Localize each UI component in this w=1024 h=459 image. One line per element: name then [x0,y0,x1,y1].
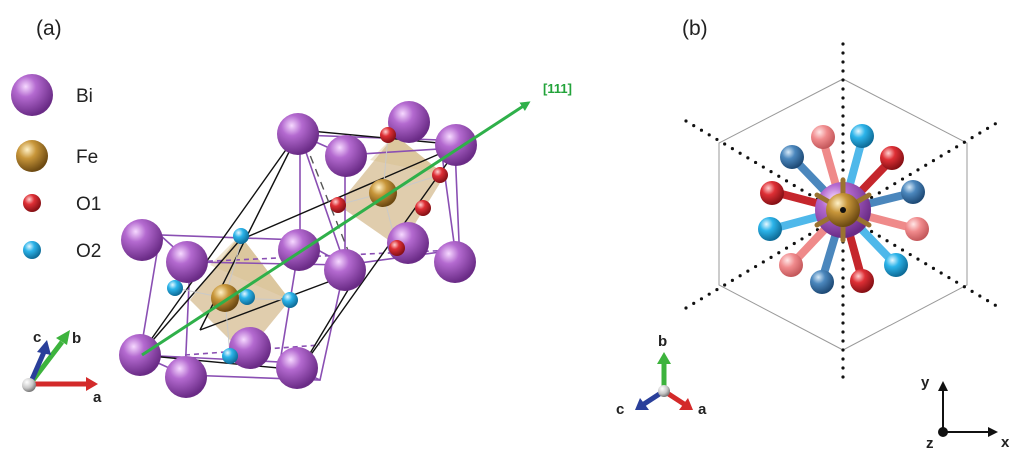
o2-atom [810,270,834,294]
axes-origin [658,385,670,397]
cartesian-axes: y x z [921,374,1010,452]
o2-atom [758,217,782,241]
o1-atom [432,167,448,183]
bi-atom [119,334,161,376]
bi-atom-icon [11,74,53,116]
legend-item-o1: O1 [23,194,101,215]
axes-indicator-a: a b c [22,329,102,406]
panel-a-label: (a) [36,17,62,40]
axis-a-label: a [698,401,707,418]
o1-atom [880,146,904,170]
axis-c-label: c [616,401,624,418]
bi-atom [229,327,271,369]
z-axis-dot [938,427,948,437]
legend-item-bi: Bi [11,74,93,116]
bi-atom [165,356,207,398]
o1-atom-icon [23,194,41,212]
outer-oxygen-atoms [758,124,929,294]
bi-atom [324,249,366,291]
o1-atom [811,125,835,149]
legend-item-fe: Fe [16,140,98,172]
bi-atoms [119,101,477,398]
axes-indicator-b: b a c [616,333,707,418]
bi-atom [166,241,208,283]
z-axis-label: z [926,435,934,452]
o2-atoms [167,228,298,364]
o2-atom [901,180,925,204]
o1-atom [389,240,405,256]
o2-atom [239,289,255,305]
direction-111-arrow [141,101,531,357]
bi-atom [277,113,319,155]
axis-c-arrow [27,350,47,386]
panel-a: (a) Bi Fe O1 O2 [11,17,572,406]
o1-atom [850,269,874,293]
o2-atom [884,253,908,277]
bi-atom [121,219,163,261]
bi-atom [388,101,430,143]
axis-b-label: b [658,333,667,350]
o1-atom [380,127,396,143]
direction-111-label: [111] [543,81,572,96]
legend-label-bi: Bi [76,86,93,107]
o2-atom [850,124,874,148]
mirror-lines [684,42,1002,380]
o1-atom [905,217,929,241]
axes-origin [22,378,36,392]
legend: Bi Fe O1 O2 [11,74,101,262]
fe-atom [369,179,397,207]
legend-label-o2: O2 [76,241,101,262]
bi-atom [434,241,476,283]
o2-atom [282,292,298,308]
bi-atom [278,229,320,271]
x-axis-label: x [1001,434,1010,451]
fe-atom-icon [16,140,48,172]
o1-atom [330,197,346,213]
axis-c-label: c [33,329,41,346]
o2-atom [233,228,249,244]
o1-atom [415,200,431,216]
axis-b-label: b [72,330,81,347]
o2-atom-icon [23,241,41,259]
legend-label-fe: Fe [76,147,98,168]
panel-b-label: (b) [682,17,708,40]
bi-atom [276,347,318,389]
o1-atom [760,181,784,205]
o1-atom [779,253,803,277]
axis-a-label: a [93,389,102,406]
legend-label-o1: O1 [76,194,101,215]
legend-item-o2: O2 [23,241,101,262]
o2-atom [222,348,238,364]
panel-b: (b) [616,17,1010,452]
bi-atom [325,135,367,177]
center-dot [840,207,846,213]
y-axis-label: y [921,374,930,391]
o2-atom [780,145,804,169]
o1-atoms [330,127,448,256]
o2-atom [167,280,183,296]
